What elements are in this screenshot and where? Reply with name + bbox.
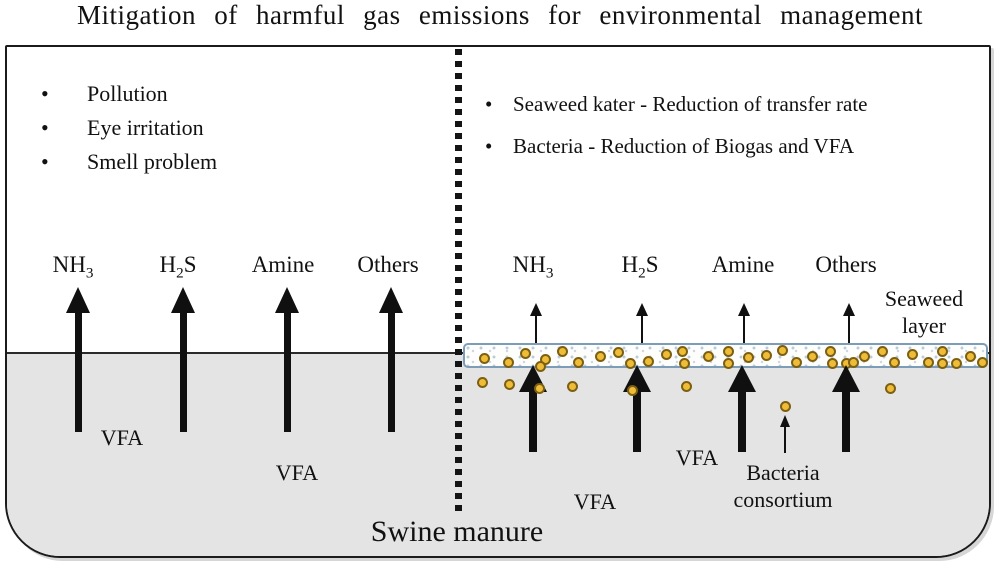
seaweed-dot [595,351,606,362]
seaweed-dot [477,377,488,388]
seaweed-dot [479,353,490,364]
gas-label-amine: Amine [251,252,315,277]
gas-transfer-arrow [623,365,651,452]
bullet-icon: • [41,149,49,174]
gas-transfer-arrow [832,365,860,452]
list-item: • Smell problem [35,145,315,179]
seaweed-dot [503,357,514,368]
emission-arrow [66,287,90,432]
list-item-label: Bacteria - Reduction of Biogas and VFA [513,133,854,158]
seaweed-dot [977,357,988,368]
seaweed-dot [723,346,734,357]
bacteria-dot [780,401,791,412]
seaweed-dot [703,351,714,362]
seaweed-dot [937,346,948,357]
seaweed-dot [965,351,976,362]
bullet-icon: • [41,81,49,106]
gas-transfer-arrow [519,365,547,452]
seaweed-dot [567,381,578,392]
emission-arrow [171,287,195,432]
bacteria-pointer-arrow [779,415,791,453]
gas-label-amine: Amine [711,252,775,277]
emission-arrow [379,287,403,432]
reduced-emission-arrow [738,303,750,343]
list-item: • Eye irritation [35,111,315,145]
gas-transfer-arrow [728,365,756,452]
swine-manure-region [7,352,989,556]
reduced-emission-arrow [843,303,855,343]
seaweed-dot [681,381,692,392]
list-item: • Bacteria - Reduction of Biogas and VFA [485,125,985,167]
emission-arrow [275,287,299,432]
right-solution-list: • Seaweed kater - Reduction of transfer r… [485,83,985,167]
gas-label-h2s: H2S [621,252,659,282]
list-item-label: Seaweed kater - Reduction of transfer ra… [513,91,868,116]
list-item-label: Smell problem [87,149,218,174]
seaweed-dot [520,348,531,359]
seaweed-dot [889,357,900,368]
seaweed-dot [877,346,888,357]
gas-label-h2s: H2S [159,252,197,282]
seaweed-dot [825,346,836,357]
seaweed-dot [743,352,754,363]
seaweed-dot [573,357,584,368]
gas-label-others: Others [357,252,419,277]
list-item-label: Eye irritation [87,115,204,140]
seaweed-dot [937,358,948,369]
gas-label-nh3: NH3 [512,252,554,282]
bullet-icon: • [485,133,493,158]
seaweed-dot [679,358,690,369]
bullet-icon: • [41,115,49,140]
seaweed-dot [885,383,896,394]
seaweed-layer-label: Seaweed layer [884,286,964,338]
reduced-emission-arrow [530,303,542,343]
vfa-label: VFA [573,489,617,514]
bacteria-consortium-label: Bacteria consortium [733,460,833,512]
left-problem-list: • Pollution • Eye irritation • Smell proble… [35,77,315,179]
seaweed-dot [661,349,672,360]
seaweed-dot [791,357,802,368]
vfa-label: VFA [675,445,719,470]
seaweed-dot [951,358,962,369]
bullet-icon: • [485,91,493,116]
seaweed-dot [777,345,788,356]
seaweed-dot [859,351,870,362]
seaweed-dot [613,347,624,358]
dotted-divider-line [455,49,462,512]
seaweed-dot [504,379,515,390]
list-item-label: Pollution [87,81,168,106]
swine-manure-label: Swine manure [370,515,544,548]
diagram-title: Mitigation of harmful gas emissions for … [76,0,924,30]
gas-label-nh3: NH3 [52,252,94,282]
gas-label-others: Others [815,252,877,277]
vfa-label: VFA [275,460,319,485]
list-item: • Pollution [35,77,315,111]
reduced-emission-arrow [636,303,648,343]
seaweed-dot [677,346,688,357]
seaweed-dot [923,357,934,368]
seaweed-dot [627,385,638,396]
seaweed-dot [557,346,568,357]
seaweed-dot [907,349,918,360]
list-item: • Seaweed kater - Reduction of transfer r… [485,83,985,125]
reactor-tank: • Pollution • Eye irritation • Smell proble… [5,45,991,558]
seaweed-band [463,343,988,372]
seaweed-dot [534,383,545,394]
vfa-label: VFA [100,425,144,450]
seaweed-dot [761,350,772,361]
seaweed-dot [807,351,818,362]
